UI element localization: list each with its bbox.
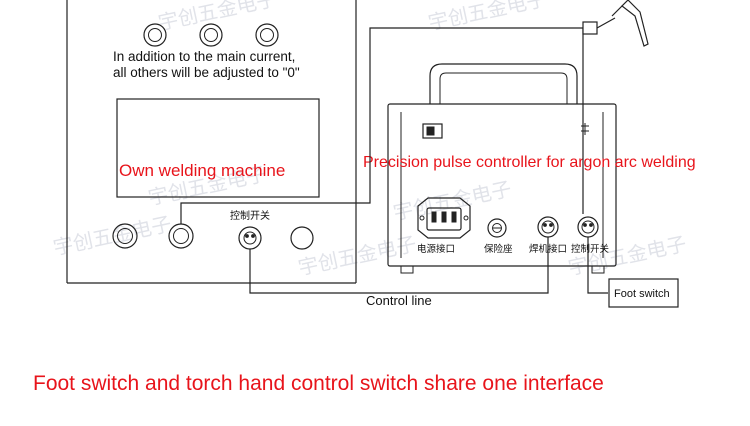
controller-control-socket xyxy=(577,216,599,238)
foot-switch-label: Foot switch xyxy=(614,288,670,300)
controller-foot xyxy=(400,265,414,274)
wire-foot-switch xyxy=(587,237,608,294)
port-label-control: 控制开关 xyxy=(571,243,610,255)
control-switch-socket xyxy=(238,226,262,250)
torch-connector xyxy=(582,21,598,35)
foot-switch-box xyxy=(608,278,679,308)
wire-welder-link xyxy=(180,27,584,224)
caption: Foot switch and torch hand control switc… xyxy=(33,372,604,395)
port-label-fuse: 保险座 xyxy=(484,243,513,255)
watermark-text: 宇创五金电子 xyxy=(51,212,173,259)
top-knob xyxy=(199,23,223,47)
panel-mark-icon xyxy=(581,123,589,135)
watermark-text: 宇创五金电子 xyxy=(296,232,418,279)
top-knob xyxy=(143,23,167,47)
bottom-connector xyxy=(290,226,314,250)
controller-foot xyxy=(591,265,605,274)
pulse-controller xyxy=(387,63,617,274)
controller-case xyxy=(387,103,617,267)
wires xyxy=(180,17,616,294)
torch-icon xyxy=(611,0,649,47)
welding-machine-label: Own welding machine xyxy=(119,161,285,180)
power-inlet xyxy=(417,197,471,239)
controller-handle-inner xyxy=(439,72,568,104)
bottom-connector xyxy=(168,223,194,249)
power-switch xyxy=(422,123,443,139)
wire-torch xyxy=(596,17,616,29)
controller-label: Precision pulse controller for argon arc… xyxy=(363,154,696,171)
welding-machine xyxy=(66,0,357,284)
watermark-text: 宇创五金电子 xyxy=(566,232,688,279)
port-label-power: 电源接口 xyxy=(417,243,455,255)
top-knob xyxy=(255,23,279,47)
wire-control-line xyxy=(249,237,549,294)
control-line-label: Control line xyxy=(366,293,432,308)
welding-note-line1: In addition to the main current, xyxy=(113,49,295,64)
watermark-text: 宇创五金电子 xyxy=(156,0,278,35)
bottom-connector xyxy=(112,223,138,249)
display-window xyxy=(116,98,320,198)
welder-interface-socket xyxy=(537,216,559,238)
control-switch-label: 控制开关 xyxy=(230,209,270,222)
controller-handle xyxy=(429,63,578,104)
welding-note-line2: all others will be adjusted to "0" xyxy=(113,65,300,80)
fuse-holder xyxy=(487,218,507,238)
watermark-text: 宇创五金电子 xyxy=(426,0,548,35)
